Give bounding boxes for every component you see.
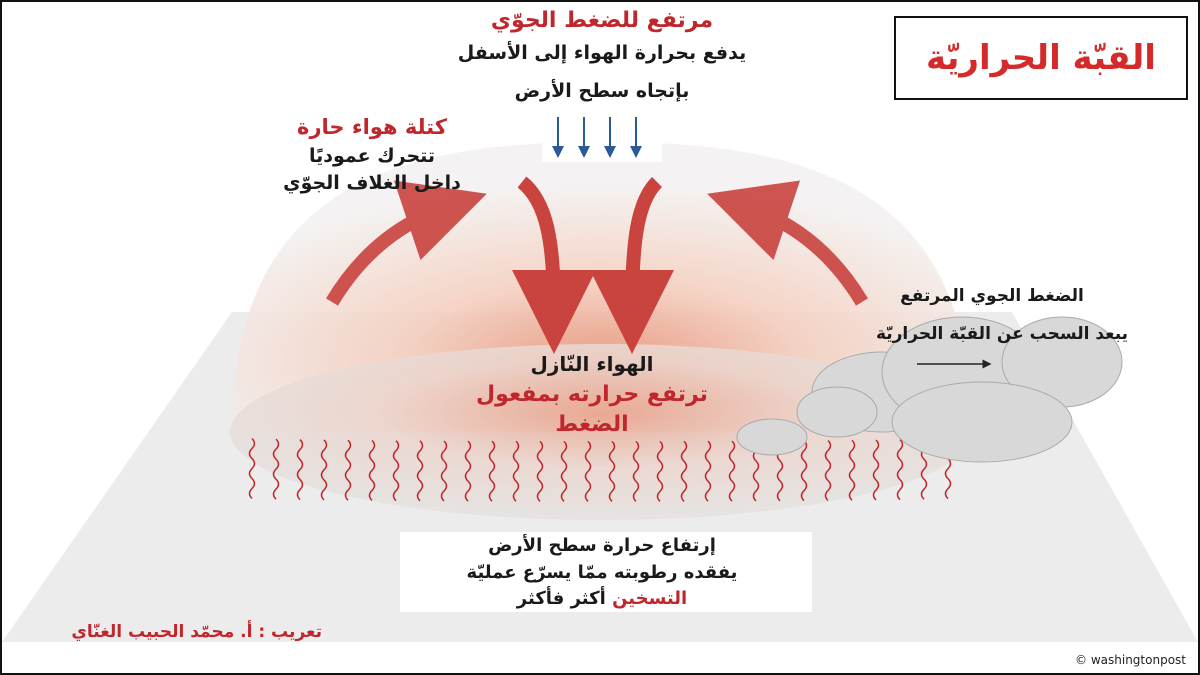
dome-base (230, 344, 974, 520)
heat-wave (344, 439, 352, 501)
surface-line2: يفقده رطوبته ممّا يسرّع عمليّة (466, 562, 738, 583)
heat-wave (416, 440, 424, 502)
clouds (736, 316, 1123, 463)
descending-air-line2: الضغط (555, 412, 629, 437)
heat-wave (800, 440, 808, 502)
page-title: القبّة الحراريّة (926, 38, 1156, 78)
heat-wave (392, 440, 400, 502)
hot-air-line1: تتحرك عموديًا (308, 145, 436, 167)
heat-wave (560, 440, 568, 502)
surface-line3: التسخين أكثر فأكثر (432, 588, 772, 609)
hot-air-line2: داخل الغلاف الجوّي (283, 172, 461, 194)
surface-line1: إرتفاع حرارة سطح الأرض (488, 535, 716, 556)
rising-arrow-right (707, 180, 869, 306)
translation-credit: تعريب : أ. محمّد الحبيب الغنّاي (71, 622, 322, 642)
high-pressure-line2: بإتجاه سطح الأرض (514, 80, 690, 102)
title-box: القبّة الحراريّة (894, 16, 1188, 100)
descending-air-heading: الهواء النّازل (530, 352, 654, 376)
clouds-line1: الضغط الجوي المرتفع (900, 286, 1084, 306)
heat-waves (248, 437, 952, 502)
heat-wave (368, 439, 376, 501)
high-pressure-line1: يدفع بحرارة الهواء إلى الأسفل (457, 42, 747, 64)
heat-wave (464, 440, 472, 502)
surface-line3-red: التسخين (612, 588, 688, 609)
descending-arrow-right (590, 177, 675, 354)
heat-wave (536, 440, 544, 502)
descending-air-line1: ترتفع حرارته بمفعول (476, 382, 708, 407)
source-credit: © washingtonpost (1075, 653, 1186, 667)
heat-wave (632, 440, 640, 502)
heat-wave (848, 439, 856, 501)
heat-wave (248, 437, 256, 500)
rising-arrow-left (325, 180, 487, 306)
heat-wave (728, 440, 736, 502)
heat-wave (296, 439, 304, 501)
heat-wave (608, 440, 616, 502)
heat-wave (272, 438, 280, 500)
hot-air-heading: كتلة هواء حارة (297, 115, 447, 139)
heat-wave (704, 440, 712, 502)
heat-wave (872, 439, 880, 501)
heat-wave (440, 440, 448, 502)
heat-wave (320, 439, 328, 501)
heat-wave (896, 439, 904, 501)
heat-wave (584, 440, 592, 502)
pressure-arrows (552, 117, 642, 158)
heat-wave (680, 440, 688, 502)
surface-line3-black: أكثر فأكثر (516, 588, 606, 609)
heat-wave (488, 440, 496, 502)
heat-wave (824, 439, 832, 502)
descending-arrow-left (511, 176, 596, 354)
heat-wave (656, 440, 664, 502)
high-pressure-heading: مرتفع للضغط الجوّي (490, 8, 714, 33)
heat-wave (512, 440, 520, 502)
clouds-line2: يبعد السحب عن القبّة الحراريّة (875, 324, 1129, 344)
surface-text-box (400, 532, 812, 612)
